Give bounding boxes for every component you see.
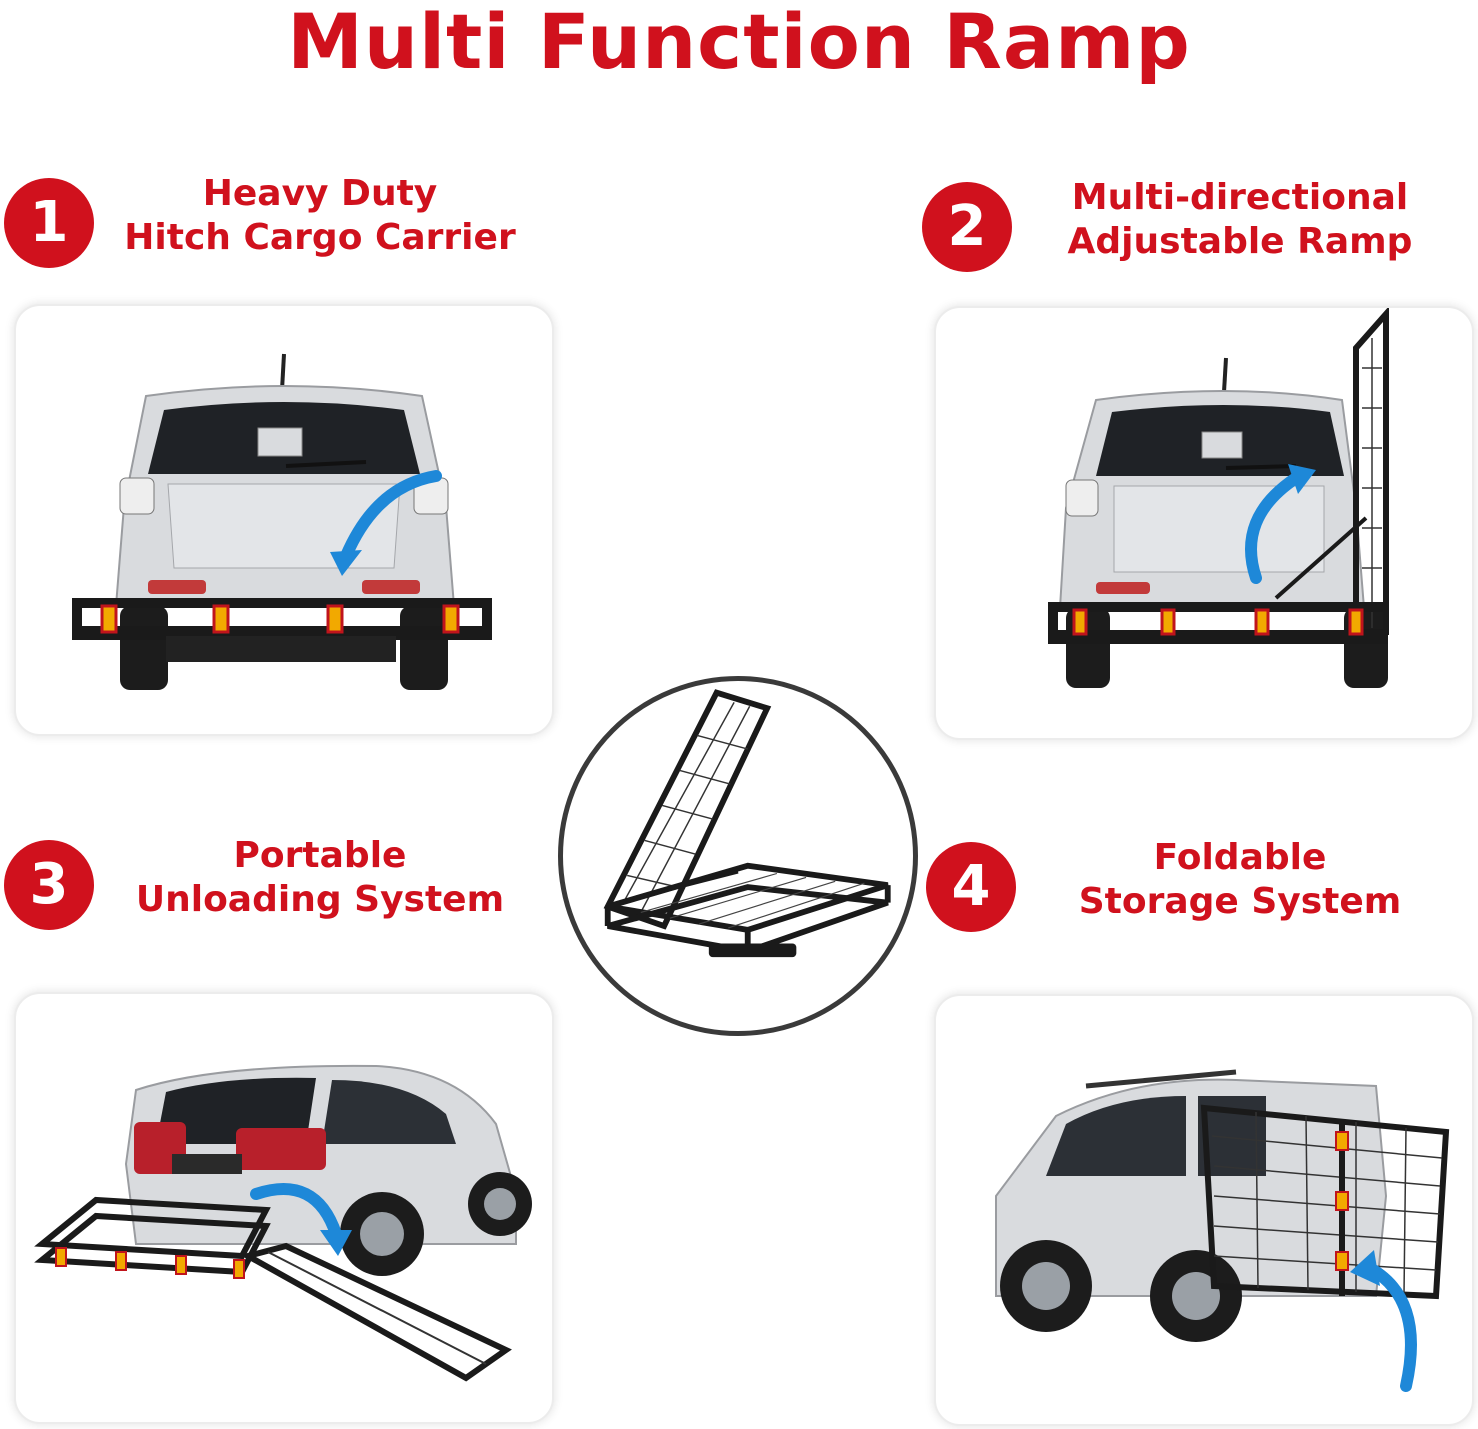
feature-2-title-line1: Multi-directional	[1071, 177, 1409, 218]
feature-4-header: 4 Foldable Storage System	[920, 832, 1478, 942]
feature-3-title-line1: Portable	[233, 835, 407, 876]
feature-1-header: 1 Heavy Duty Hitch Cargo Carrier	[0, 168, 560, 278]
feature-4-title-line1: Foldable	[1153, 837, 1327, 878]
feature-2-title-line2: Adjustable Ramp	[1067, 221, 1413, 262]
feature-3-number-badge: 3	[4, 840, 94, 930]
cargo-carrier-with-ramp-image	[603, 689, 891, 958]
feature-1-title: Heavy Duty Hitch Cargo Carrier	[110, 172, 530, 260]
feature-4-title: Foldable Storage System	[1030, 836, 1450, 924]
feature-1-title-line2: Hitch Cargo Carrier	[124, 217, 516, 258]
suv-rear-with-cargo-carrier-image	[72, 353, 492, 690]
feature-4-image-card	[934, 994, 1474, 1426]
suv-with-folded-carrier-image	[995, 1069, 1450, 1392]
feature-4-title-line2: Storage System	[1078, 881, 1402, 922]
feature-2-title: Multi-directional Adjustable Ramp	[1030, 176, 1450, 264]
feature-3-title-line2: Unloading System	[135, 879, 505, 920]
feature-3-header: 3 Portable Unloading System	[0, 830, 560, 940]
feature-2-image-card	[934, 306, 1474, 740]
feature-2-number-badge: 2	[922, 182, 1012, 272]
feature-3-title: Portable Unloading System	[110, 834, 530, 922]
suv-rear-with-raised-ramp-image	[1048, 308, 1389, 688]
page-title: Multi Function Ramp	[287, 0, 1191, 86]
feature-4-number-badge: 4	[926, 842, 1016, 932]
feature-3-image-card	[14, 992, 554, 1424]
center-product-circle	[558, 676, 918, 1036]
feature-1-number-badge: 1	[4, 178, 94, 268]
wagon-with-deployed-ramp-image	[34, 1064, 532, 1382]
feature-2-header: 2 Multi-directional Adjustable Ramp	[920, 170, 1478, 280]
feature-1-title-line1: Heavy Duty	[202, 173, 438, 214]
feature-1-image-card	[14, 304, 554, 736]
